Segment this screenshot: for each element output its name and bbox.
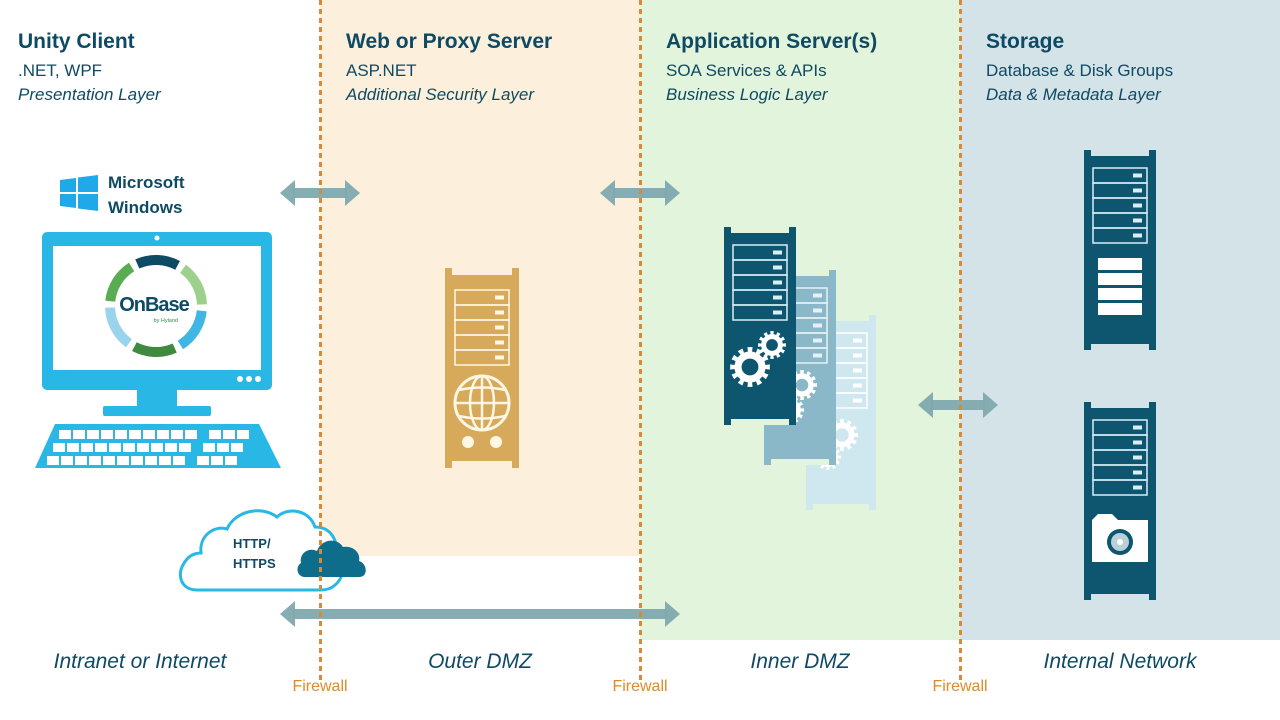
column-web-proxy-server: Web or Proxy Server ASP.NET Additional S… <box>346 30 552 106</box>
column-application-server: Application Server(s) SOA Services & API… <box>666 30 877 106</box>
column-storage: Storage Database & Disk Groups Data & Me… <box>986 30 1173 106</box>
firewall-line-2 <box>639 0 642 680</box>
onbase-ring-segment <box>177 310 207 350</box>
zone-label-outer-dmz: Outer DMZ <box>428 650 532 673</box>
column-layer: Presentation Layer <box>18 85 161 104</box>
database-server-icon <box>1084 150 1156 350</box>
column-title: Unity Client <box>18 30 135 53</box>
zone-label-intranet: Intranet or Internet <box>53 650 227 673</box>
firewall-label-2: Firewall <box>612 678 668 695</box>
os-label-line2: Windows <box>108 198 183 217</box>
column-subtitle: Database & Disk Groups <box>986 61 1174 80</box>
onbase-logo-text: OnBase <box>119 294 189 316</box>
onbase-byline: by Hyland <box>154 318 178 324</box>
onbase-ring-segment <box>132 342 177 357</box>
cloud-label-line2: HTTPS <box>233 556 276 571</box>
column-subtitle: SOA Services & APIs <box>666 61 827 80</box>
onbase-ring-segment <box>135 255 180 270</box>
onbase-ring-segment <box>105 307 133 348</box>
column-layer: Additional Security Layer <box>346 85 535 104</box>
zone-label-internal-network: Internal Network <box>1043 650 1197 673</box>
desktop-computer-icon <box>35 232 281 468</box>
firewall-line-3 <box>959 0 962 680</box>
cloud-label-line1: HTTP/ <box>233 536 271 551</box>
column-unity-client: Unity Client .NET, WPF Presentation Laye… <box>18 30 161 106</box>
firewall-label-3: Firewall <box>932 678 988 695</box>
onbase-logo-icon: OnBase by Hyland <box>105 255 207 357</box>
http-cloud-icon <box>178 509 366 592</box>
arrow-shape <box>293 609 667 619</box>
http-cloud-label: HTTP/ HTTPS <box>233 534 276 574</box>
web-server-icon <box>445 268 519 468</box>
disk-group-server-icon <box>1084 402 1156 600</box>
firewall-line-1 <box>319 0 322 680</box>
column-title: Web or Proxy Server <box>346 30 553 53</box>
arrow-shape <box>280 601 295 627</box>
onbase-ring-segment <box>105 262 135 302</box>
arrow-shape <box>280 180 295 206</box>
column-subtitle: .NET, WPF <box>18 61 103 80</box>
os-label: Microsoft Windows <box>108 170 185 220</box>
onbase-ring-segment <box>179 264 207 305</box>
windows-logo-icon <box>60 175 98 211</box>
app-server-1 <box>724 227 796 425</box>
column-subtitle: ASP.NET <box>346 61 417 80</box>
column-layer: Data & Metadata Layer <box>986 85 1161 104</box>
zone-label-inner-dmz: Inner DMZ <box>750 650 850 673</box>
column-title: Application Server(s) <box>666 30 878 53</box>
os-label-line1: Microsoft <box>108 173 185 192</box>
firewall-label-1: Firewall <box>292 678 348 695</box>
column-layer: Business Logic Layer <box>666 85 828 104</box>
application-servers-icon <box>724 227 876 510</box>
column-title: Storage <box>986 30 1065 53</box>
